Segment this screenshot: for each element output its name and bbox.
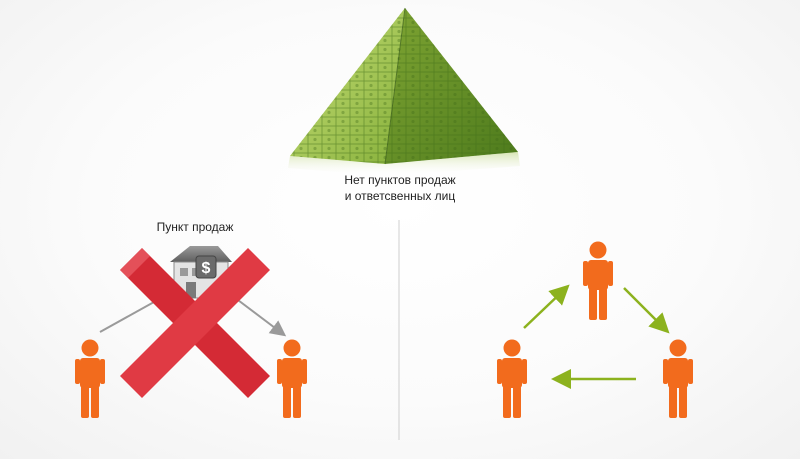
arrow-top-to-bottom-right <box>623 287 670 334</box>
pyramid-caption: Нет пунктов продаж и ответсвенных лиц <box>300 172 500 204</box>
person-right-icon <box>277 339 307 418</box>
person-left-icon <box>75 339 105 418</box>
money-pyramid-icon <box>288 7 520 176</box>
cross-icon <box>120 248 270 398</box>
person-top-icon <box>583 241 613 320</box>
caption-line-1: Нет пунктов продаж <box>344 173 456 187</box>
person-bottom-left-icon <box>497 339 527 418</box>
person-bottom-right-icon <box>663 339 693 418</box>
arrow-bottom-left-to-top <box>523 284 570 329</box>
shop-label: Пункт продаж <box>156 220 234 234</box>
caption-line-2: и ответсвенных лиц <box>344 189 456 203</box>
dollar-sign: $ <box>202 260 211 277</box>
